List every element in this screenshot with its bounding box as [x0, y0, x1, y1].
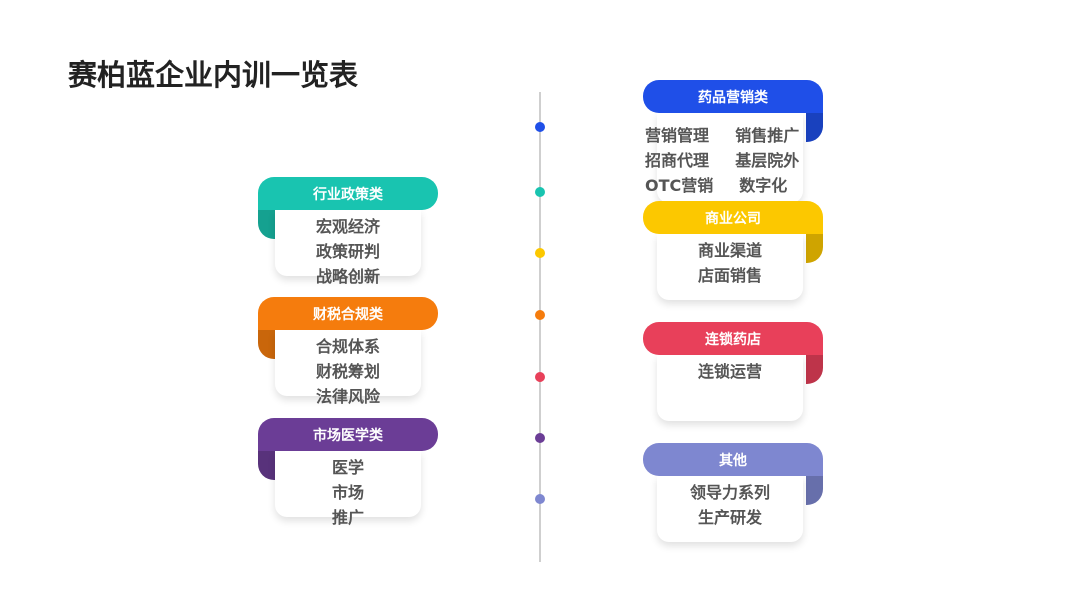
card-title: 行业政策类 — [258, 177, 438, 210]
card-industry-policy: 行业政策类 宏观经济 政策研判 战略创新 — [258, 177, 438, 286]
card-item: 营销管理 — [645, 126, 710, 145]
card-body: 商业渠道 店面销售 — [657, 234, 803, 300]
card-title: 药品营销类 — [643, 80, 823, 113]
page-title: 赛柏蓝企业内训一览表 — [68, 58, 359, 92]
card-item: 宏观经济 — [315, 217, 380, 236]
card-item: 医学 — [331, 458, 364, 477]
card-title: 其他 — [643, 443, 823, 476]
card-item: 连锁运营 — [697, 362, 762, 381]
timeline-dot — [535, 372, 545, 382]
card-item: 合规体系 — [315, 337, 380, 356]
card-other: 其他 领导力系列 生产研发 — [643, 443, 823, 542]
card-item: 销售推广 — [735, 126, 800, 145]
card-chain-pharmacy: 连锁药店 连锁运营 — [643, 322, 823, 421]
card-body: 连锁运营 — [657, 355, 803, 421]
card-drug-marketing: 药品营销类 营销管理 销售推广 招商代理 基层院外 OTC营销 数字化 — [643, 80, 823, 203]
card-title: 连锁药店 — [643, 322, 823, 355]
timeline-dot — [535, 122, 545, 132]
card-title: 商业公司 — [643, 201, 823, 234]
timeline-dot — [535, 433, 545, 443]
card-body: 营销管理 销售推广 招商代理 基层院外 OTC营销 数字化 — [645, 113, 803, 203]
card-body: 合规体系 财税筹划 法律风险 — [275, 330, 421, 406]
card-item: 基层院外 — [735, 151, 800, 170]
card-item: 市场 — [331, 483, 364, 502]
card-item: 店面销售 — [697, 266, 762, 285]
timeline-dot — [535, 310, 545, 320]
card-item: 领导力系列 — [689, 483, 770, 502]
card-item: 数字化 — [739, 176, 788, 195]
card-item: 推广 — [331, 508, 364, 527]
timeline-line — [539, 92, 541, 562]
card-item: 法律风险 — [315, 387, 380, 406]
card-item: OTC营销 — [645, 176, 714, 195]
card-item: 生产研发 — [697, 508, 762, 527]
timeline-dot — [535, 494, 545, 504]
card-item: 招商代理 — [645, 151, 710, 170]
card-body: 领导力系列 生产研发 — [657, 476, 803, 542]
card-body: 宏观经济 政策研判 战略创新 — [275, 210, 421, 286]
timeline-dot — [535, 187, 545, 197]
card-item: 财税筹划 — [315, 362, 380, 381]
card-item: 政策研判 — [315, 242, 380, 261]
card-commercial-company: 商业公司 商业渠道 店面销售 — [643, 201, 823, 300]
card-body: 医学 市场 推广 — [275, 451, 421, 527]
card-item: 商业渠道 — [697, 241, 762, 260]
card-title: 市场医学类 — [258, 418, 438, 451]
card-item: 战略创新 — [315, 267, 380, 286]
card-tax-compliance: 财税合规类 合规体系 财税筹划 法律风险 — [258, 297, 438, 406]
card-title: 财税合规类 — [258, 297, 438, 330]
timeline-dot — [535, 248, 545, 258]
card-market-medical: 市场医学类 医学 市场 推广 — [258, 418, 438, 527]
